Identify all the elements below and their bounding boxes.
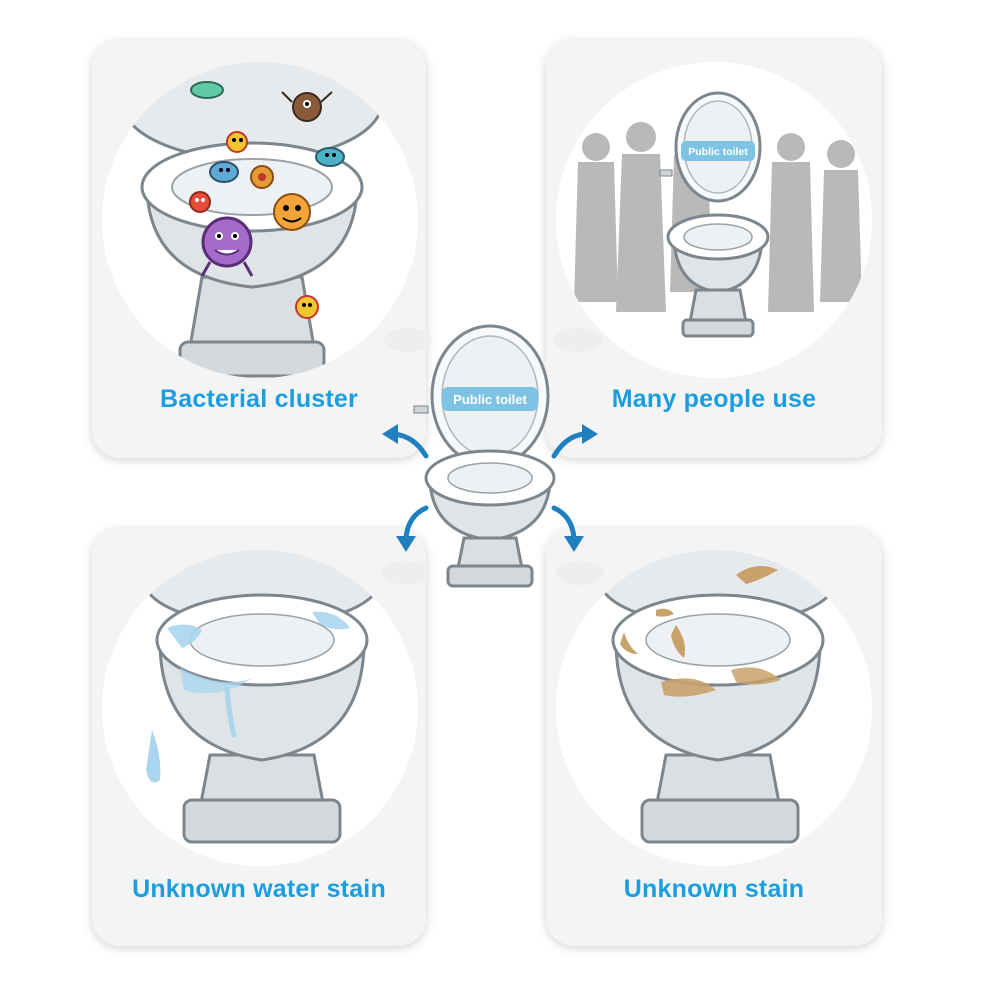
sign-label: Public toilet — [453, 392, 527, 407]
germ-icon — [226, 131, 248, 153]
germ-icon — [189, 191, 211, 213]
germ-icon — [315, 147, 345, 167]
toilet-icon — [142, 550, 382, 844]
sign-label: Public toilet — [688, 146, 748, 158]
card-many-people-use: Public toilet Many people use — [546, 40, 882, 458]
arrow-icon — [391, 431, 429, 459]
arrow-icon — [551, 431, 587, 459]
illustration-bacterial-toilet — [102, 62, 418, 378]
illustration-stained-toilet — [556, 550, 872, 866]
germ-icon — [250, 165, 274, 189]
caption-bacterial-cluster: Bacterial cluster — [160, 385, 358, 413]
water-drop-icon — [146, 730, 161, 783]
arrow-icon — [551, 505, 577, 541]
caption-unknown-stain: Unknown stain — [623, 875, 805, 903]
arrow-icon — [403, 505, 429, 541]
illustration-crowd-toilet: Public toilet — [556, 62, 872, 378]
center-public-toilet: Public toilet — [378, 318, 604, 608]
germ-icon — [200, 216, 254, 277]
card-unknown-water-stain: Unknown water stain — [92, 528, 426, 946]
caption-many-people-use: Many people use — [611, 385, 817, 413]
germ-icon — [209, 161, 239, 183]
illustration-water-stain-toilet — [102, 550, 418, 866]
caption-unknown-water-stain: Unknown water stain — [132, 875, 386, 903]
germ-icon — [190, 81, 224, 99]
toilet-icon: Public toilet — [659, 91, 770, 338]
toilet-icon — [598, 550, 838, 844]
germ-icon — [281, 91, 333, 122]
germ-icon — [273, 193, 311, 231]
germ-icon — [295, 295, 319, 319]
toilet-icon — [120, 62, 384, 378]
card-unknown-stain: Unknown stain — [546, 528, 882, 946]
toilet-icon: Public toilet — [413, 324, 556, 588]
card-bacterial-cluster: Bacterial cluster — [92, 40, 426, 458]
